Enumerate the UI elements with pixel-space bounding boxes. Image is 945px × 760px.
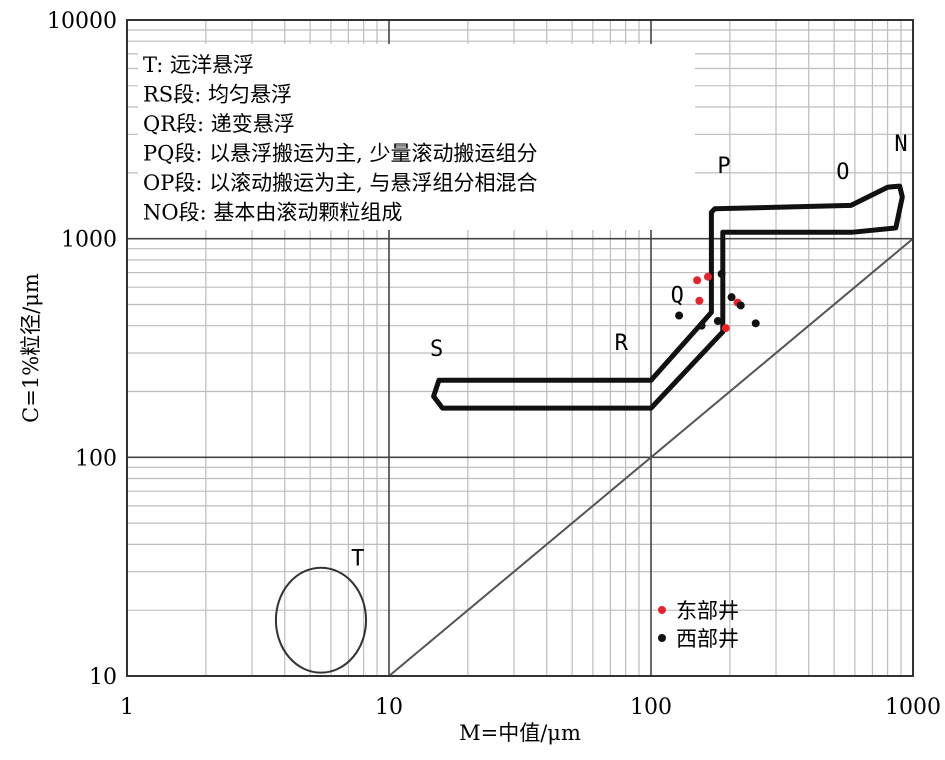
point-west bbox=[713, 317, 722, 326]
description-line: T: 远洋悬浮 bbox=[143, 53, 254, 77]
c-equals-m-line bbox=[388, 237, 914, 677]
description-line: PQ段: 以悬浮搬运为主, 少量滚动搬运组分 bbox=[143, 142, 537, 166]
plot-frame bbox=[126, 19, 914, 677]
segment-label-q: Q bbox=[671, 284, 684, 309]
point-west bbox=[697, 321, 706, 330]
y-tick-label: 10000 bbox=[47, 9, 117, 34]
legend-label: 东部井 bbox=[676, 599, 739, 623]
point-west bbox=[727, 293, 736, 302]
point-east bbox=[721, 324, 730, 333]
point-west bbox=[751, 319, 760, 328]
data-points bbox=[675, 269, 760, 333]
point-east bbox=[693, 276, 702, 285]
segment-label-o: O bbox=[836, 160, 849, 185]
segment-label-t: T bbox=[351, 547, 364, 572]
y-tick-label: 10 bbox=[89, 665, 117, 690]
point-east bbox=[695, 296, 704, 305]
x-axis-title: M=中值/μm bbox=[459, 721, 581, 745]
x-tick-label: 100 bbox=[630, 695, 672, 720]
y-axis-title: C=1%粒径/μm bbox=[19, 273, 43, 423]
point-west bbox=[675, 311, 684, 320]
point-east bbox=[703, 272, 712, 281]
point-west bbox=[717, 269, 726, 278]
segment-labels: T S R Q P O N bbox=[351, 132, 907, 572]
x-tick-label: 1000 bbox=[885, 695, 941, 720]
x-tick-label: 10 bbox=[375, 695, 403, 720]
description-line: QR段: 递变悬浮 bbox=[143, 112, 295, 136]
x-tick-labels: 1 10 100 1000 bbox=[120, 695, 941, 720]
description-line: RS段: 均匀悬浮 bbox=[143, 83, 292, 107]
y-tick-label: 100 bbox=[75, 446, 117, 471]
y-tick-label: 1000 bbox=[61, 228, 117, 253]
segment-label-p: P bbox=[717, 154, 730, 179]
description-line: OP段: 以滚动搬运为主, 与悬浮组分相混合 bbox=[143, 171, 537, 195]
legend-label: 西部井 bbox=[676, 627, 739, 651]
description-lines: T: 远洋悬浮 RS段: 均匀悬浮 QR段: 递变悬浮 PQ段: 以悬浮搬运为主, 少… bbox=[143, 53, 537, 225]
y-tick-labels: 10 100 1000 10000 bbox=[47, 9, 117, 690]
point-west bbox=[736, 301, 745, 310]
segment-label-s: S bbox=[430, 337, 443, 362]
description-line: NO段: 基本由滚动颗粒组成 bbox=[143, 201, 402, 225]
x-tick-label: 1 bbox=[120, 695, 134, 720]
t-region-circle bbox=[274, 566, 368, 674]
description-box bbox=[138, 44, 695, 230]
segment-label-r: R bbox=[615, 331, 629, 356]
cm-band-outline bbox=[431, 183, 905, 411]
segment-label-n: N bbox=[894, 132, 907, 157]
legend-marker bbox=[658, 634, 666, 642]
legend-marker bbox=[658, 606, 666, 614]
